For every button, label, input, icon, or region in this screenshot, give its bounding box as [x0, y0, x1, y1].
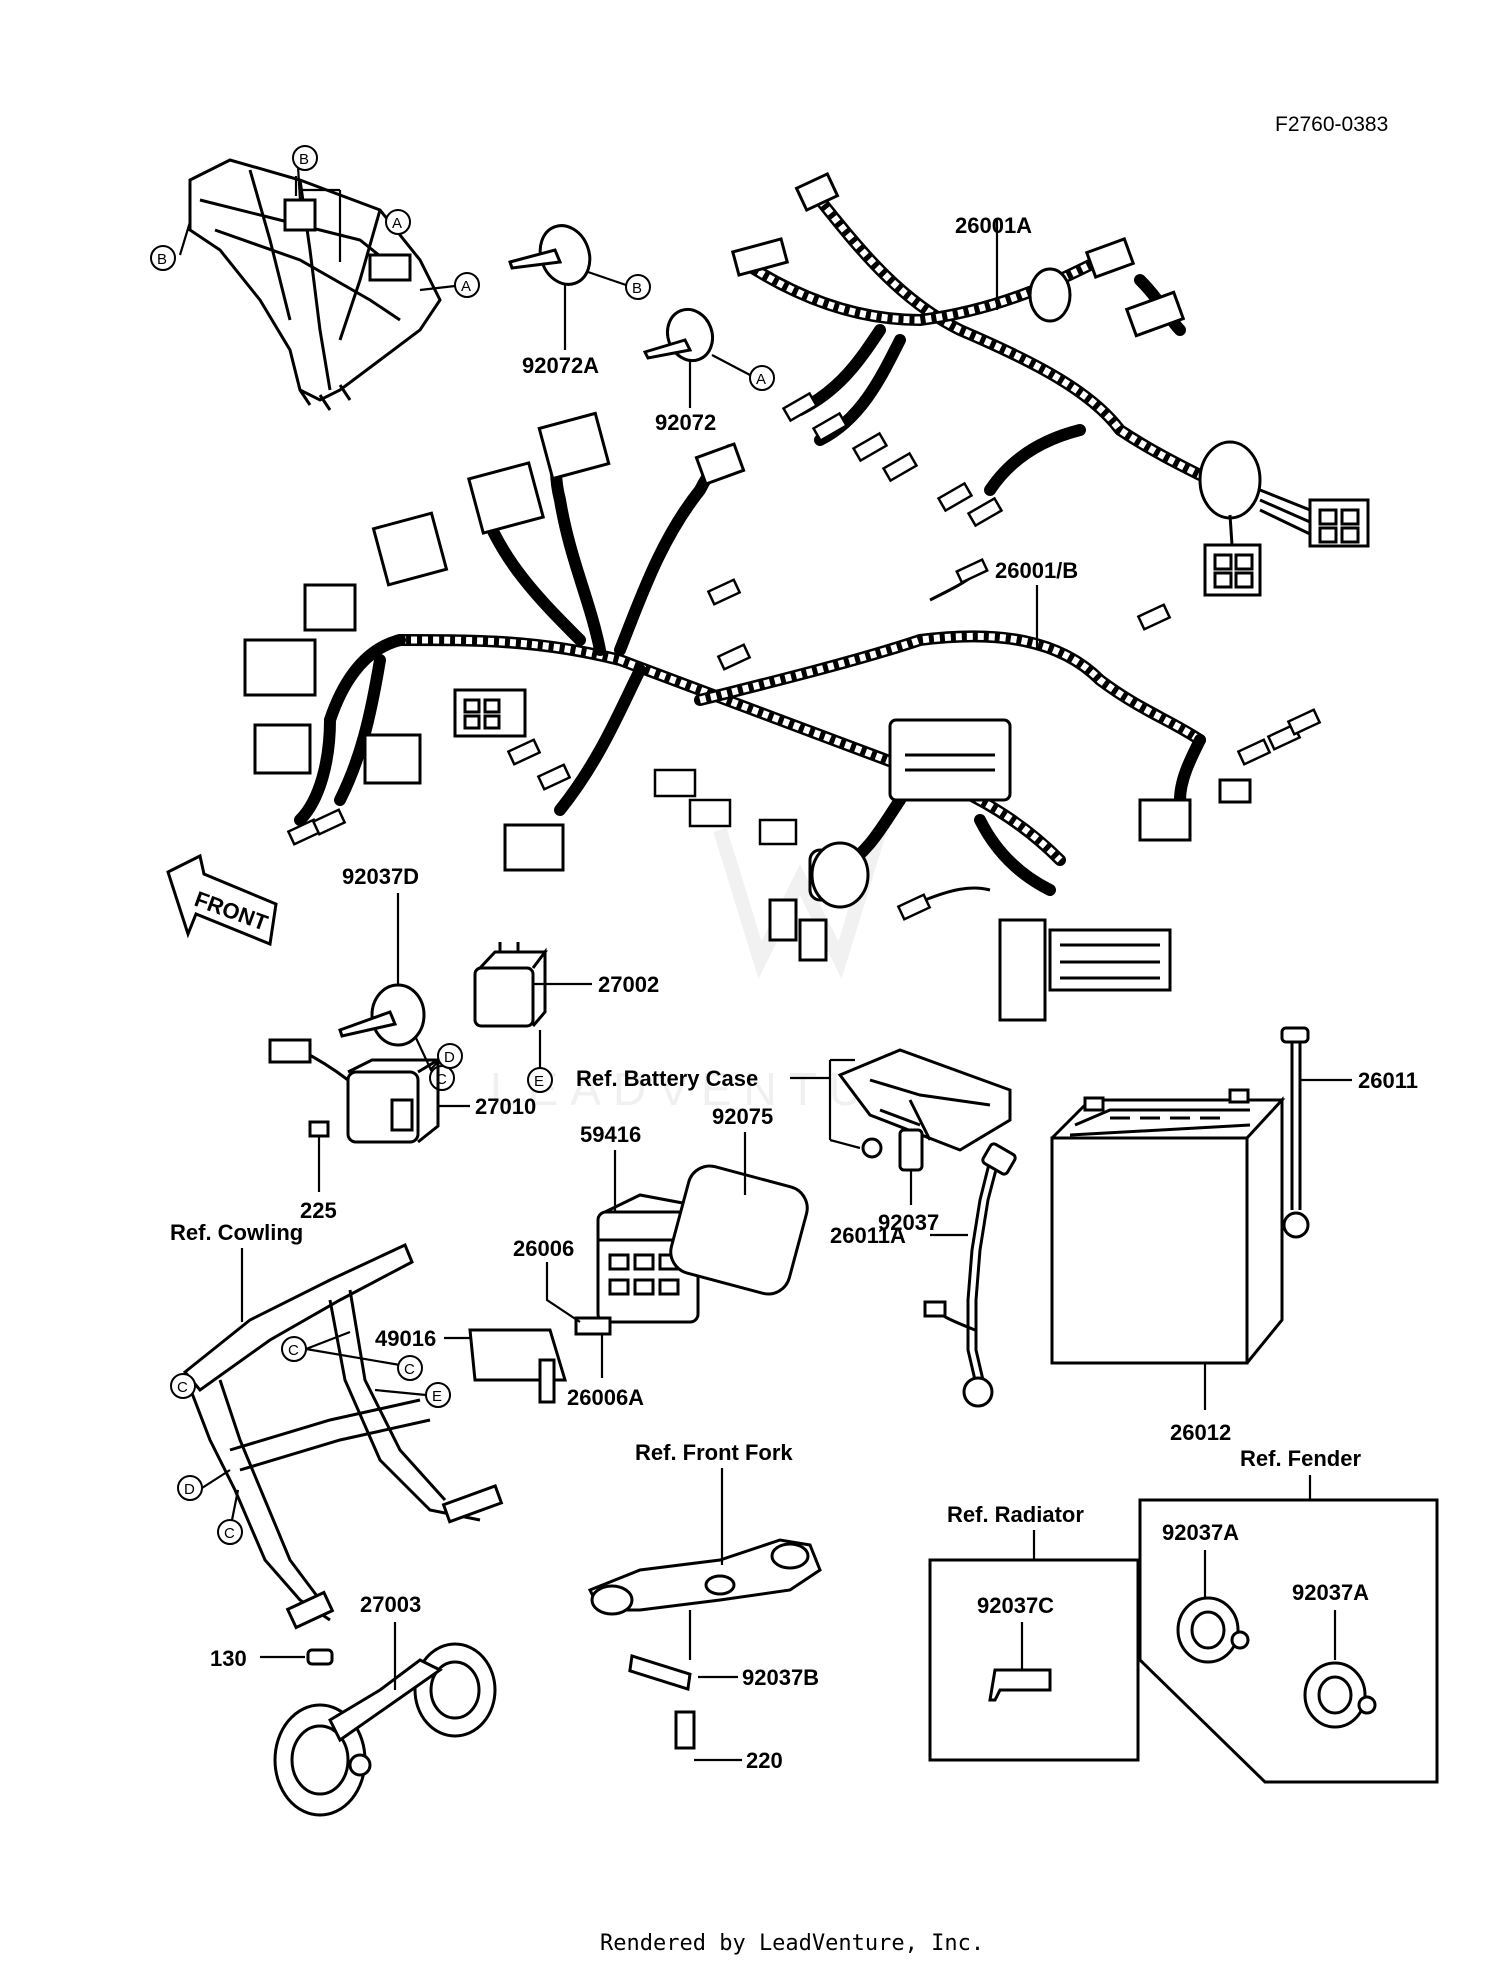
- label-49016: 49016: [375, 1326, 436, 1351]
- component-27010: D 27010 225: [268, 1038, 536, 1223]
- ref-front-fork-label: Ref. Front Fork: [635, 1440, 793, 1465]
- front-direction-arrow: FRONT: [166, 853, 278, 947]
- label-27010: 27010: [475, 1094, 536, 1119]
- fuse-26006: 26006 26006A: [513, 1236, 644, 1410]
- cowling-callouts: C C E C D C: [170, 1330, 451, 1545]
- svg-text:B: B: [299, 151, 309, 168]
- harness-26001A: 26001A: [730, 171, 1370, 597]
- label-225: 225: [300, 1198, 337, 1223]
- svg-text:D: D: [184, 1481, 195, 1498]
- svg-text:B: B: [632, 280, 642, 297]
- fender-ref: Ref. Fender 92037A 92037A: [1138, 1446, 1439, 1784]
- label-27003: 27003: [360, 1592, 421, 1617]
- footer-credit: Rendered by LeadVenture, Inc.: [600, 1931, 984, 1956]
- svg-text:C: C: [288, 1342, 299, 1359]
- frame-illustration: [178, 158, 456, 411]
- callout-b-frame-top: B: [292, 145, 318, 171]
- label-92037A-right: 92037A: [1292, 1580, 1369, 1605]
- ref-fender-label: Ref. Fender: [1240, 1446, 1361, 1471]
- svg-text:E: E: [432, 1388, 442, 1405]
- svg-text:C: C: [224, 1525, 235, 1542]
- cable-26011: 26011: [1280, 1026, 1418, 1239]
- label-92072A: 92072A: [522, 353, 599, 378]
- relay-27002: E 27002: [473, 942, 659, 1093]
- label-130: 130: [210, 1646, 247, 1671]
- svg-text:C: C: [436, 1071, 447, 1088]
- label-92037: 92037: [878, 1210, 939, 1235]
- cable-tie-92072: A 92072: [642, 307, 775, 435]
- horn-27003: 130 27003: [210, 1592, 497, 1817]
- callout-b-frame-left: B: [150, 245, 176, 271]
- harness-26001B: 26001/B: [243, 411, 1322, 1022]
- label-26011: 26011: [1358, 1068, 1418, 1093]
- svg-text:C: C: [404, 1361, 415, 1378]
- front-fork-ref: Ref. Front Fork 92037B 220: [587, 1440, 822, 1773]
- label-26001A: 26001A: [955, 213, 1032, 238]
- label-92037C: 92037C: [977, 1593, 1054, 1618]
- fuse-cover-92075: 92075: [669, 1104, 809, 1296]
- cable-26011A: 26011A: [830, 1142, 1017, 1408]
- svg-text:A: A: [756, 371, 766, 388]
- label-59416: 59416: [580, 1122, 641, 1147]
- label-26001B: 26001/B: [995, 558, 1078, 583]
- radiator-ref: Ref. Radiator 92037C: [928, 1502, 1140, 1762]
- label-92037B: 92037B: [742, 1665, 819, 1690]
- svg-text:D: D: [444, 1049, 455, 1066]
- svg-text:B: B: [157, 251, 167, 268]
- svg-text:E: E: [534, 1073, 544, 1090]
- ref-cowling-label: Ref. Cowling: [170, 1220, 303, 1245]
- cable-tie-92072A: B 92072A: [508, 224, 651, 378]
- cable-tie-92037D: C 92037D: [338, 864, 455, 1091]
- diagram-id: F2760-0383: [1275, 113, 1388, 136]
- callout-a-frame-top: A: [385, 209, 411, 235]
- svg-text:C: C: [177, 1379, 188, 1396]
- ref-radiator-label: Ref. Radiator: [947, 1502, 1084, 1527]
- label-26011A: 26011A: [830, 1223, 906, 1248]
- label-26006A: 26006A: [567, 1385, 644, 1410]
- label-220: 220: [746, 1748, 783, 1773]
- cowling-bracket-ref: Ref. Cowling: [170, 1220, 504, 1630]
- label-27002: 27002: [598, 972, 659, 997]
- label-26012: 26012: [1170, 1420, 1231, 1445]
- label-26006: 26006: [513, 1236, 574, 1261]
- label-92072: 92072: [655, 410, 716, 435]
- callout-a-frame-right: A: [454, 272, 480, 298]
- label-92037A-left: 92037A: [1162, 1520, 1239, 1545]
- label-92037D: 92037D: [342, 864, 419, 889]
- battery-26012: 26012: [1050, 1088, 1286, 1445]
- bracket-49016: 49016: [375, 1326, 568, 1404]
- battery-case-ref: Ref. Battery Case 92037: [576, 1048, 1012, 1235]
- svg-text:A: A: [461, 278, 471, 295]
- label-92075: 92075: [712, 1104, 773, 1129]
- svg-text:A: A: [392, 215, 402, 232]
- ref-battery-case-label: Ref. Battery Case: [576, 1066, 758, 1091]
